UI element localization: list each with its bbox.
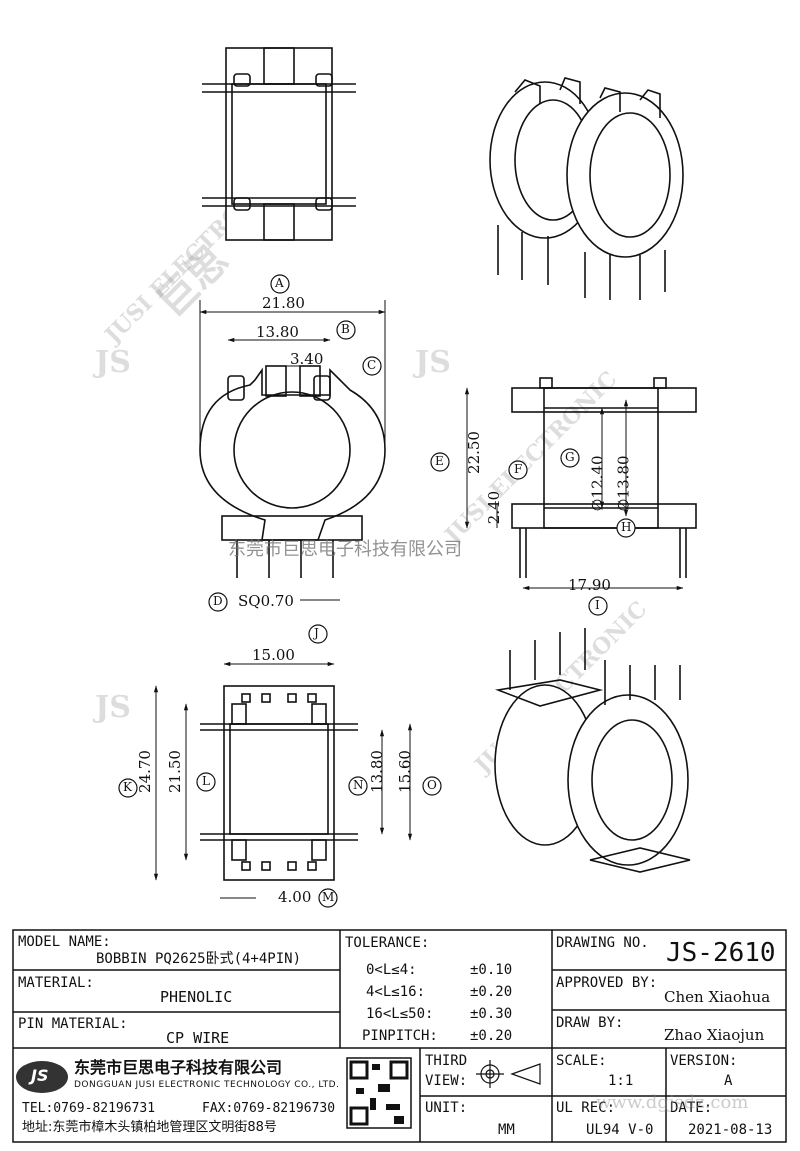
dim-M: 4.00 xyxy=(278,888,312,906)
callout-D: D xyxy=(213,594,223,608)
company-logo-shape xyxy=(16,1061,68,1093)
dim-J: 15.00 xyxy=(252,646,295,664)
draw-by-value: Zhao Xiaojun xyxy=(664,1026,765,1044)
dim-K: 24.70 xyxy=(135,750,154,793)
callout-G: G xyxy=(565,450,575,464)
unit-label: UNIT: xyxy=(425,1100,468,1116)
dim-A: 21.80 xyxy=(262,294,305,312)
dim-I: 17.90 xyxy=(568,576,611,594)
watermark-logo: JS xyxy=(95,345,131,380)
qr-code xyxy=(346,1057,412,1129)
approved-by-value: Chen Xiaohua xyxy=(664,988,771,1006)
watermark-logo-2: JS xyxy=(415,345,451,380)
bottom-view xyxy=(200,685,358,881)
tolerance-range-2: 16<L≤50: xyxy=(366,1006,434,1022)
callout-A: A xyxy=(275,276,284,290)
company-name-en: DONGGUAN JUSI ELECTRONIC TECHNOLOGY CO.,… xyxy=(74,1080,340,1090)
callout-B: B xyxy=(341,322,350,336)
company-fax: FAX:0769-82196730 xyxy=(202,1101,336,1116)
callout-N: N xyxy=(353,778,364,792)
company-address: 地址:东莞市樟木头镇柏地管理区文明街88号 xyxy=(22,1120,277,1135)
dim-H: ∅13.80 xyxy=(614,455,633,512)
top-view xyxy=(202,47,356,241)
tolerance-value-3: ±0.20 xyxy=(470,1028,513,1044)
drawing-no-label: DRAWING NO. xyxy=(556,935,649,951)
callout-I: I xyxy=(595,598,600,612)
tolerance-range-0: 0<L≤4: xyxy=(366,962,417,978)
dim-E: 22.50 xyxy=(464,431,483,474)
tolerance-range-3: PINPITCH: xyxy=(362,1028,438,1044)
dim-O: 15.60 xyxy=(395,750,414,793)
scale-value: 1:1 xyxy=(608,1073,634,1089)
front-view xyxy=(199,365,386,578)
scale-label: SCALE: xyxy=(556,1053,607,1069)
ul-rec-value: UL94 V-0 xyxy=(586,1122,654,1138)
callout-K: K xyxy=(123,780,132,794)
title-block-grid xyxy=(12,929,787,1143)
dim-L: 21.50 xyxy=(165,750,184,793)
dimension-lines xyxy=(153,300,684,899)
draw-by-label: DRAW BY: xyxy=(556,1015,624,1031)
model-name-label: MODEL NAME: xyxy=(18,934,111,950)
dim-G: ∅12.40 xyxy=(588,455,607,512)
approved-by-label: APPROVED BY: xyxy=(556,975,658,991)
unit-value: MM xyxy=(498,1122,515,1138)
callout-L: L xyxy=(202,774,210,788)
model-name-value: BOBBIN PQ2625卧式(4+4PIN) xyxy=(96,951,302,967)
date-label: DATE: xyxy=(670,1100,713,1116)
callout-F: F xyxy=(514,462,523,476)
ul-rec-label: UL REC: xyxy=(556,1100,616,1116)
tolerance-range-1: 4<L≤16: xyxy=(366,984,426,1000)
tolerance-label: TOLERANCE: xyxy=(345,935,430,951)
tolerance-value-0: ±0.10 xyxy=(470,962,513,978)
version-label: VERSION: xyxy=(670,1053,738,1069)
dim-C: 3.40 xyxy=(290,350,324,368)
material-label: MATERIAL: xyxy=(18,975,94,991)
isometric-view-top xyxy=(489,77,684,300)
callout-J: J xyxy=(314,626,319,640)
dim-N: 13.80 xyxy=(367,750,386,793)
callout-M: M xyxy=(322,890,335,904)
overlay-company-name: 东莞市巨思电子科技有限公司 xyxy=(228,539,462,560)
dim-F: 2.40 xyxy=(485,490,504,525)
callout-H: H xyxy=(621,520,632,534)
callout-O: O xyxy=(427,778,437,792)
callout-circles xyxy=(118,274,636,908)
third-view-label-2: VIEW: xyxy=(425,1073,468,1089)
watermark-logo-3: JS xyxy=(95,690,131,725)
company-tel: TEL:0769-82196731 xyxy=(22,1101,156,1116)
isometric-view-bottom xyxy=(494,628,691,873)
pin-material-label: PIN MATERIAL: xyxy=(18,1016,128,1032)
date-value: 2021-08-13 xyxy=(688,1122,773,1138)
third-angle-symbol xyxy=(476,1060,541,1088)
callout-C: C xyxy=(367,358,377,372)
callout-E: E xyxy=(435,454,444,468)
tolerance-value-1: ±0.20 xyxy=(470,984,513,1000)
version-value: A xyxy=(724,1073,733,1089)
watermark-website: www.dgjsdz.com xyxy=(596,1092,749,1113)
tolerance-value-2: ±0.30 xyxy=(470,1006,513,1022)
company-logo-text: JS xyxy=(31,1066,49,1085)
dim-D: SQ0.70 xyxy=(238,592,294,610)
company-name-cn: 东莞市巨思电子科技有限公司 xyxy=(74,1058,283,1077)
dim-B: 13.80 xyxy=(256,323,299,341)
drawing-no-value: JS-2610 xyxy=(666,938,776,968)
pin-material-value: CP WIRE xyxy=(166,1029,230,1047)
third-view-label-1: THIRD xyxy=(425,1053,468,1069)
material-value: PHENOLIC xyxy=(160,988,233,1006)
